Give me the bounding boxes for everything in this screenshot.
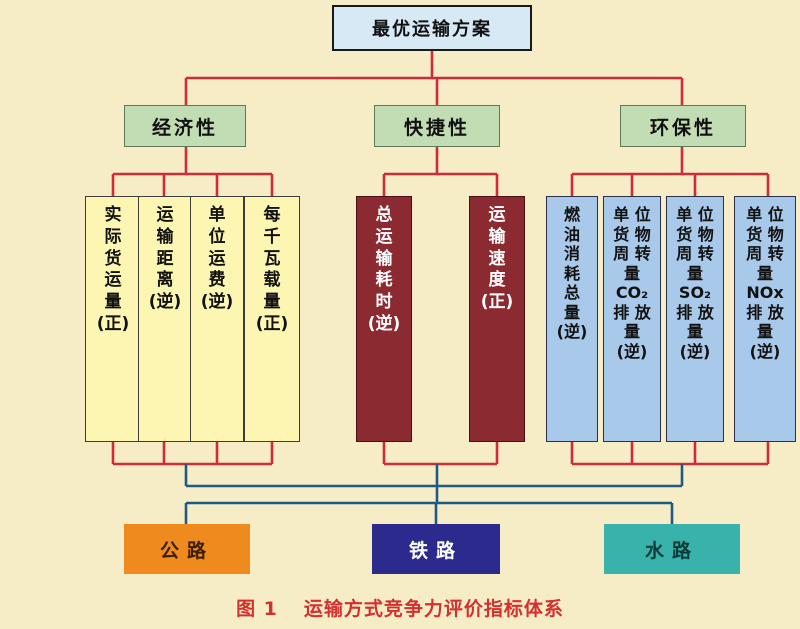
indicator-actual-freight-volume: 实 际 货 运 量 (正) (85, 196, 141, 442)
mode-road-label: 公路 (159, 539, 214, 562)
figure-caption: 图 1 运输方式竞争力评价指标体系 (0, 589, 800, 625)
indicator-so2-emission: 单 位 货 物 周 转 量 SO₂ 排 放 量 (逆) (666, 196, 724, 442)
criterion-speed: 快捷性 (374, 105, 500, 147)
indicator-label: 每 千 瓦 载 量 (正) (255, 205, 289, 334)
figure-caption-text: 运输方式竞争力评价指标体系 (303, 597, 564, 620)
indicator-label: 单 位 运 费 (逆) (200, 205, 234, 312)
mode-water: 水路 (604, 524, 740, 574)
indicator-nox-emission: 单 位 货 物 周 转 量 NOx 排 放 量 (逆) (734, 196, 796, 442)
indicator-label: 单 位 货 物 周 转 量 NOx 排 放 量 (逆) (746, 205, 784, 361)
indicator-label: 单 位 货 物 周 转 量 CO₂ 排 放 量 (逆) (613, 205, 651, 361)
figure-number: 图 1 (236, 597, 278, 620)
indicator-load-per-kilowatt: 每 千 瓦 载 量 (正) (244, 196, 300, 442)
root-node-label: 最优运输方案 (372, 19, 492, 40)
indicator-to-mode-connectors (184, 464, 684, 524)
criterion-environment-label: 环保性 (649, 116, 716, 139)
indicator-unit-freight-cost: 单 位 运 费 (逆) (190, 196, 244, 442)
root-node-optimal-transport-plan: 最优运输方案 (332, 5, 532, 51)
criterion-economy: 经济性 (124, 105, 246, 147)
indicator-label: 燃 油 消 耗 总 量 (逆) (556, 205, 588, 342)
indicator-label: 实 际 货 运 量 (正) (96, 205, 130, 334)
root-to-criteria-connectors (184, 51, 684, 105)
indicator-label: 运 输 速 度 (正) (480, 205, 514, 312)
indicator-transport-speed: 运 输 速 度 (正) (469, 196, 525, 442)
mode-water-label: 水路 (644, 539, 699, 562)
indicator-label: 总 运 输 耗 时 (逆) (367, 205, 401, 334)
indicator-transport-distance: 运 输 距 离 (逆) (138, 196, 192, 442)
indicator-label: 单 位 货 物 周 转 量 SO₂ 排 放 量 (逆) (676, 205, 714, 361)
indicator-bottom-brackets (111, 442, 770, 466)
mode-rail: 铁路 (372, 524, 500, 574)
indicator-label: 运 输 距 离 (逆) (148, 205, 182, 312)
criterion-environment: 环保性 (620, 105, 746, 147)
criterion-speed-label: 快捷性 (403, 116, 470, 139)
mode-road: 公路 (124, 524, 250, 574)
criterion-economy-label: 经济性 (151, 116, 218, 139)
indicator-co2-emission: 单 位 货 物 周 转 量 CO₂ 排 放 量 (逆) (603, 196, 661, 442)
criteria-to-indicator-connectors (111, 147, 770, 196)
indicator-total-fuel-consumption: 燃 油 消 耗 总 量 (逆) (546, 196, 598, 442)
mode-rail-label: 铁路 (408, 539, 463, 562)
indicator-total-transport-time: 总 运 输 耗 时 (逆) (356, 196, 412, 442)
